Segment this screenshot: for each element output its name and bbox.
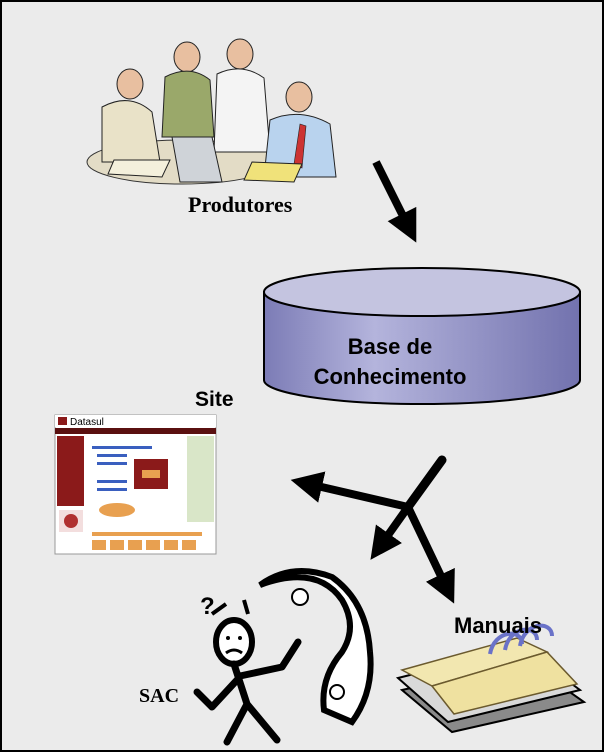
label-base-line2: Conhecimento (313, 364, 467, 389)
people-clipart-icon (86, 38, 337, 185)
label-sac: SAC (139, 685, 180, 707)
book-manual-icon (395, 623, 587, 734)
label-site: Site (195, 388, 234, 411)
question-glyph: ? (200, 593, 215, 620)
branch-arrows (290, 455, 455, 604)
label-produtores: Produtores (188, 192, 293, 217)
label-manuais: Manuais (454, 613, 543, 638)
site-brand: Datasul (70, 417, 104, 428)
label-base-line1: Base de (347, 334, 433, 359)
website-screenshot-icon: Datasul (54, 414, 217, 555)
label-base-de-conhecimento: Base de Conhecimento (280, 332, 500, 392)
phone-caller-icon: ? (193, 568, 374, 746)
database-cylinder-icon (263, 267, 581, 405)
